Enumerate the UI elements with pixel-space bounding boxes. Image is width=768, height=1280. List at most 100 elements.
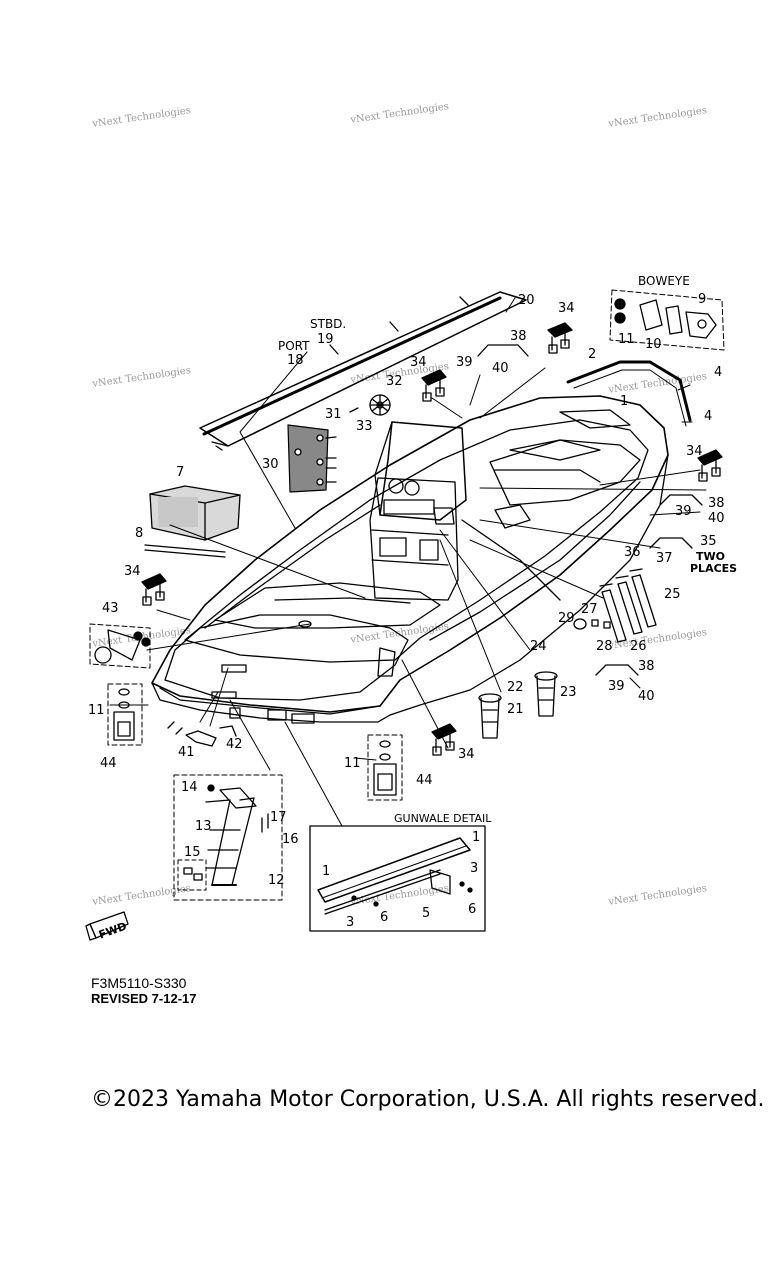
cleat — [547, 322, 573, 354]
part-number: 39 — [456, 355, 473, 370]
cup-holder — [478, 693, 502, 739]
boat-hull — [151, 395, 669, 724]
hooks-41-42 — [167, 721, 237, 747]
part-number: 38 — [510, 329, 527, 344]
part-number: 3 — [470, 861, 478, 876]
handrail — [649, 537, 693, 549]
part-number: 21 — [507, 702, 524, 717]
part-number: 32 — [386, 374, 403, 389]
plate-30 — [287, 424, 337, 493]
bracket-27-29 — [573, 618, 611, 630]
part-number: 15 — [184, 845, 201, 860]
part-number: 1 — [472, 830, 480, 845]
part-number: 34 — [124, 564, 141, 579]
part-number: 13 — [195, 819, 212, 834]
part-number: 2 — [588, 347, 596, 362]
part-number: 26 — [630, 639, 647, 654]
part-number: 39 — [675, 504, 692, 519]
fwd-arrow — [85, 911, 129, 941]
cleat — [421, 369, 447, 402]
fitting-box-right — [367, 734, 403, 801]
part-number: 38 — [708, 496, 725, 511]
part-number: 3 — [346, 915, 354, 930]
rub-rail — [199, 291, 527, 451]
part-number: 44 — [416, 773, 433, 788]
part-number: 1 — [620, 394, 628, 409]
part-number: 6 — [380, 910, 388, 925]
part-number: 14 — [181, 780, 198, 795]
part-number: 9 — [698, 292, 706, 307]
part-number: 23 — [560, 685, 577, 700]
part-number: 16 — [282, 832, 299, 847]
part-number: 11 — [618, 332, 635, 347]
part-number: 25 — [664, 587, 681, 602]
label-fwd: FWD — [97, 920, 128, 942]
label-two: TWO — [696, 550, 725, 563]
copyright: ©2023 Yamaha Motor Corporation, U.S.A. A… — [91, 1087, 765, 1112]
part-number: 7 — [176, 465, 184, 480]
cleat — [141, 573, 167, 606]
part-number: 30 — [262, 457, 279, 472]
gunwale-detail — [309, 825, 486, 932]
part-number: 20 — [518, 293, 535, 308]
part-number: 11 — [344, 756, 361, 771]
cooler-bar — [144, 544, 226, 558]
cooler — [149, 485, 241, 541]
drawing-code: F3M5110-S330 — [91, 975, 187, 991]
part-number: 34 — [458, 747, 475, 762]
part-number: 38 — [638, 659, 655, 674]
rub-strip — [566, 360, 692, 427]
part-number: 40 — [638, 689, 655, 704]
label-gunwale-detail: GUNWALE DETAIL — [394, 812, 492, 825]
ladder-assembly — [173, 774, 283, 901]
label-places: PLACES — [690, 562, 737, 575]
part-number: 24 — [530, 639, 547, 654]
part-number: 1 — [322, 864, 330, 879]
cup-holder — [534, 671, 558, 717]
part-number: 34 — [558, 301, 575, 316]
handrail — [477, 344, 529, 357]
part-number: 4 — [704, 409, 712, 424]
part-number: 39 — [608, 679, 625, 694]
handrail — [595, 664, 639, 676]
rod-holders — [599, 568, 657, 643]
revised-date: REVISED 7-12-17 — [91, 991, 197, 1006]
part-number: 28 — [596, 639, 613, 654]
fitting-box-left — [107, 683, 143, 746]
part-number: 27 — [581, 602, 598, 617]
part-number: 31 — [325, 407, 342, 422]
part-number: 10 — [645, 337, 662, 352]
part-number: 41 — [178, 745, 195, 760]
part-number: 34 — [410, 355, 427, 370]
leader-lines — [109, 297, 707, 827]
part-number: 19 — [317, 332, 334, 347]
label-stbd: STBD. — [310, 317, 346, 331]
part-number: 34 — [686, 444, 703, 459]
drain-wheel — [349, 394, 391, 416]
label-boweye: BOWEYE — [638, 274, 690, 288]
part-number: 6 — [468, 902, 476, 917]
part-number: 42 — [226, 737, 243, 752]
boweye-assembly — [609, 289, 725, 351]
part-number: 40 — [708, 511, 725, 526]
label-port: PORT — [278, 339, 310, 353]
bracket-43 — [89, 623, 151, 669]
part-number: 40 — [492, 361, 509, 376]
part-number: 18 — [287, 353, 304, 368]
part-number: 12 — [268, 873, 285, 888]
part-number: 43 — [102, 601, 119, 616]
part-number: 37 — [656, 551, 673, 566]
cleat — [697, 449, 723, 482]
part-number: 22 — [507, 680, 524, 695]
part-number: 4 — [714, 365, 722, 380]
part-number: 29 — [558, 611, 575, 626]
handrail — [659, 494, 703, 506]
part-number: 17 — [270, 810, 287, 825]
part-number: 11 — [88, 703, 105, 718]
cleat — [431, 723, 457, 756]
part-number: 33 — [356, 419, 373, 434]
part-number: 36 — [624, 545, 641, 560]
part-number: 8 — [135, 526, 143, 541]
part-number: 5 — [422, 906, 430, 921]
